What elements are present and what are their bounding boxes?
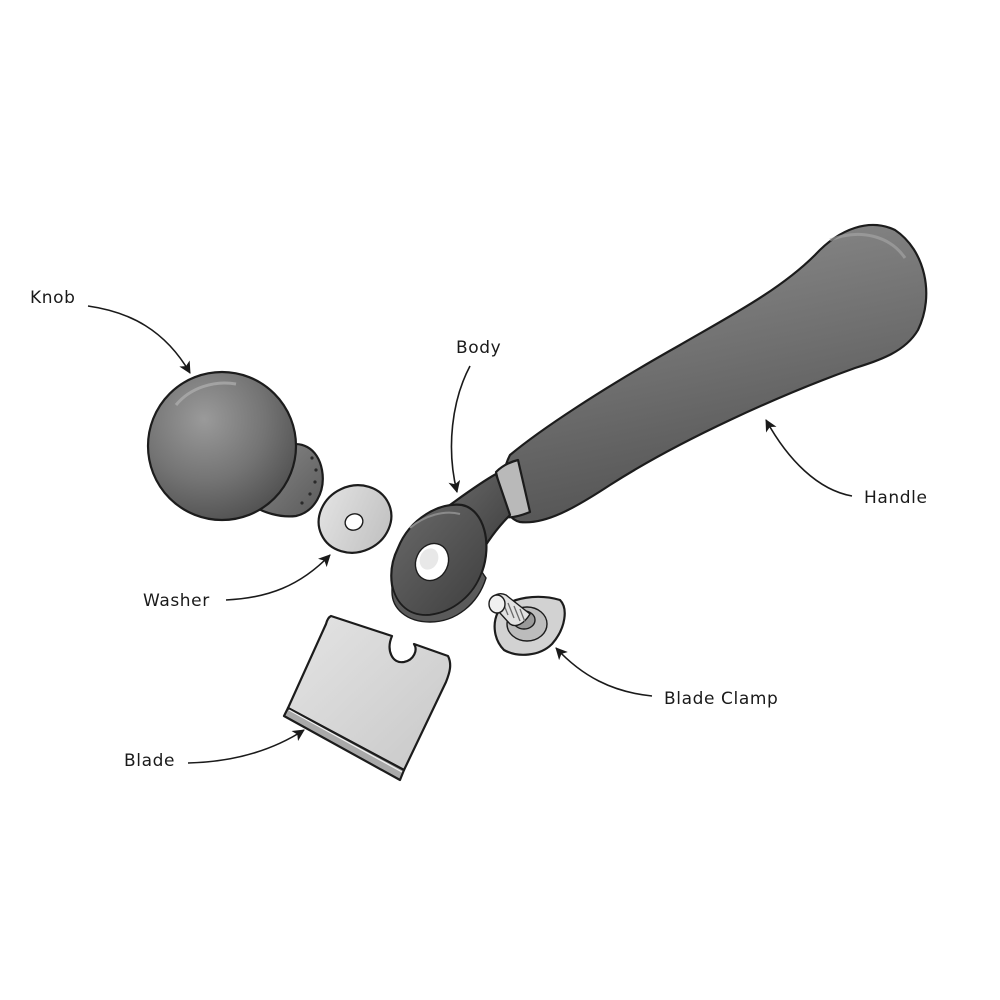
body-label: Body [456, 338, 501, 358]
washer-label: Washer [143, 591, 210, 611]
washer-leader [225, 554, 331, 601]
blade-clamp-leader [555, 647, 653, 697]
blade-clamp-part [488, 593, 566, 656]
handle-label: Handle [864, 488, 928, 508]
knob-leader [87, 305, 191, 374]
blade-part [282, 614, 452, 782]
handle-part [501, 223, 928, 524]
handle-leader [765, 419, 853, 497]
blade-label: Blade [124, 751, 175, 771]
body-leader [448, 365, 471, 493]
blade-leader [187, 729, 305, 764]
knob-part [146, 370, 324, 522]
blade-clamp-label: Blade Clamp [664, 689, 778, 709]
washer-part [317, 484, 393, 554]
knob-label: Knob [30, 288, 76, 308]
body-part [390, 458, 532, 623]
